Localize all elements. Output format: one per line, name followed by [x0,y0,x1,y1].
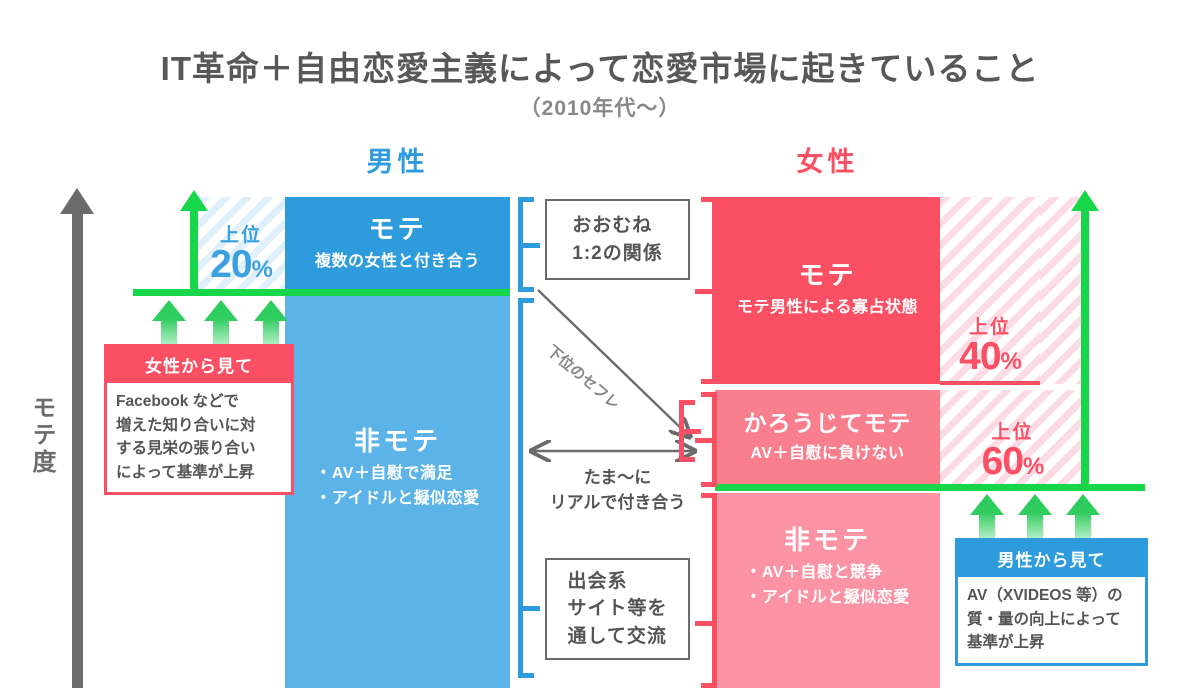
female-share-top-band: 上位 40% [940,197,1040,384]
male-mote-subtitle: 複数の女性と付き合う [314,253,480,271]
female-share-top-underline [940,381,1040,385]
male-share-value: 20% [210,243,273,287]
male-threshold-line [133,289,510,296]
column-heading-male: 男性 [366,147,429,177]
female-himote-block: 非モテ ・AV＋自慰と競争 ・アイドルと擬似恋愛 [715,493,940,688]
female-share-top-value: 40% [959,335,1022,379]
female-share-mid-rank-label: 上位 [991,422,1034,444]
callout-from-women-body: Facebook などで 増えた知り合いに対 する見栄の張り合い によって基準が… [116,393,256,481]
male-green-arrowhead-icon [180,190,208,211]
page-title: IT革命＋自由恋愛主義によって恋愛市場に起きていること [160,50,1040,87]
male-himote-bullets: ・AV＋自慰で満足 ・アイドルと擬似恋愛 [315,465,480,507]
female-outer-band [1040,197,1085,384]
callout-from-women-heading: 女性から見て [107,347,291,383]
female-himote-bullets: ・AV＋自慰と競争 ・アイドルと擬似恋愛 [745,564,910,606]
female-karoujite-block: かろうじてモテ AV＋自慰に負けない [715,390,940,487]
female-green-arrowhead-icon [1071,190,1099,211]
male-green-axis [190,205,198,293]
female-mote-subtitle: モテ男性による寡占状態 [736,299,919,317]
male-share-rank-label: 上位 [219,225,262,247]
callout-from-men-body: AV（XVIDEOS 等）の 質・量の向上によって 基準が上昇 [967,587,1123,652]
y-axis-shaft [72,208,83,688]
female-karoujite-subtitle: AV＋自慰に負けない [750,445,905,463]
bracket-female-karoujite-inner [679,400,701,462]
female-share-top-unit: % [1000,348,1022,376]
male-share-band: 上位 20% [197,197,285,292]
male-himote-title: 非モテ [353,426,441,456]
diagonal-arrow-label: 下位のセフレ [543,342,624,414]
bracket-female-himote [695,493,717,688]
callout-from-men-heading: 男性から見て [958,541,1145,577]
female-karoujite-title: かろうじてモテ [743,409,912,436]
male-himote-block: 非モテ ・AV＋自慰で満足 ・アイドルと擬似恋愛 [285,296,510,688]
female-share-mid-unit: % [1023,453,1044,481]
y-axis-label: モテ度 [28,395,55,476]
bracket-male-mote [518,197,540,292]
column-heading-female: 女性 [796,147,859,177]
female-himote-title: 非モテ [783,525,871,555]
bracket-female-karoujite [695,392,717,487]
female-threshold-line [715,484,1145,491]
female-share-mid-band: 上位 60% [940,390,1085,487]
female-mote-block: モテ モテ男性による寡占状態 [715,197,940,384]
male-share-unit: % [251,256,273,284]
real-relationship-caption: たま〜に リアルで付き合う [549,468,686,512]
ratio-note-box: おおむね 1:2の関係 [545,199,690,280]
male-mote-block: モテ 複数の女性と付き合う [285,197,510,292]
female-green-axis [1081,205,1089,488]
callout-from-women: 女性から見て Facebook などで 増えた知り合いに対 する見栄の張り合い … [104,344,294,496]
bracket-male-himote [518,298,540,678]
page-subtitle: （2010年代〜） [519,97,681,120]
bracket-female-mote [695,197,717,384]
callout-from-men: 男性から見て AV（XVIDEOS 等）の 質・量の向上によって 基準が上昇 [955,538,1148,666]
female-mote-title: モテ [798,260,857,290]
female-share-mid-value: 60% [981,440,1045,484]
male-mote-title: モテ [368,214,427,244]
dating-site-note-box: 出会系 サイト等を 通して交流 [545,558,690,660]
female-share-top-rank-label: 上位 [968,317,1011,339]
